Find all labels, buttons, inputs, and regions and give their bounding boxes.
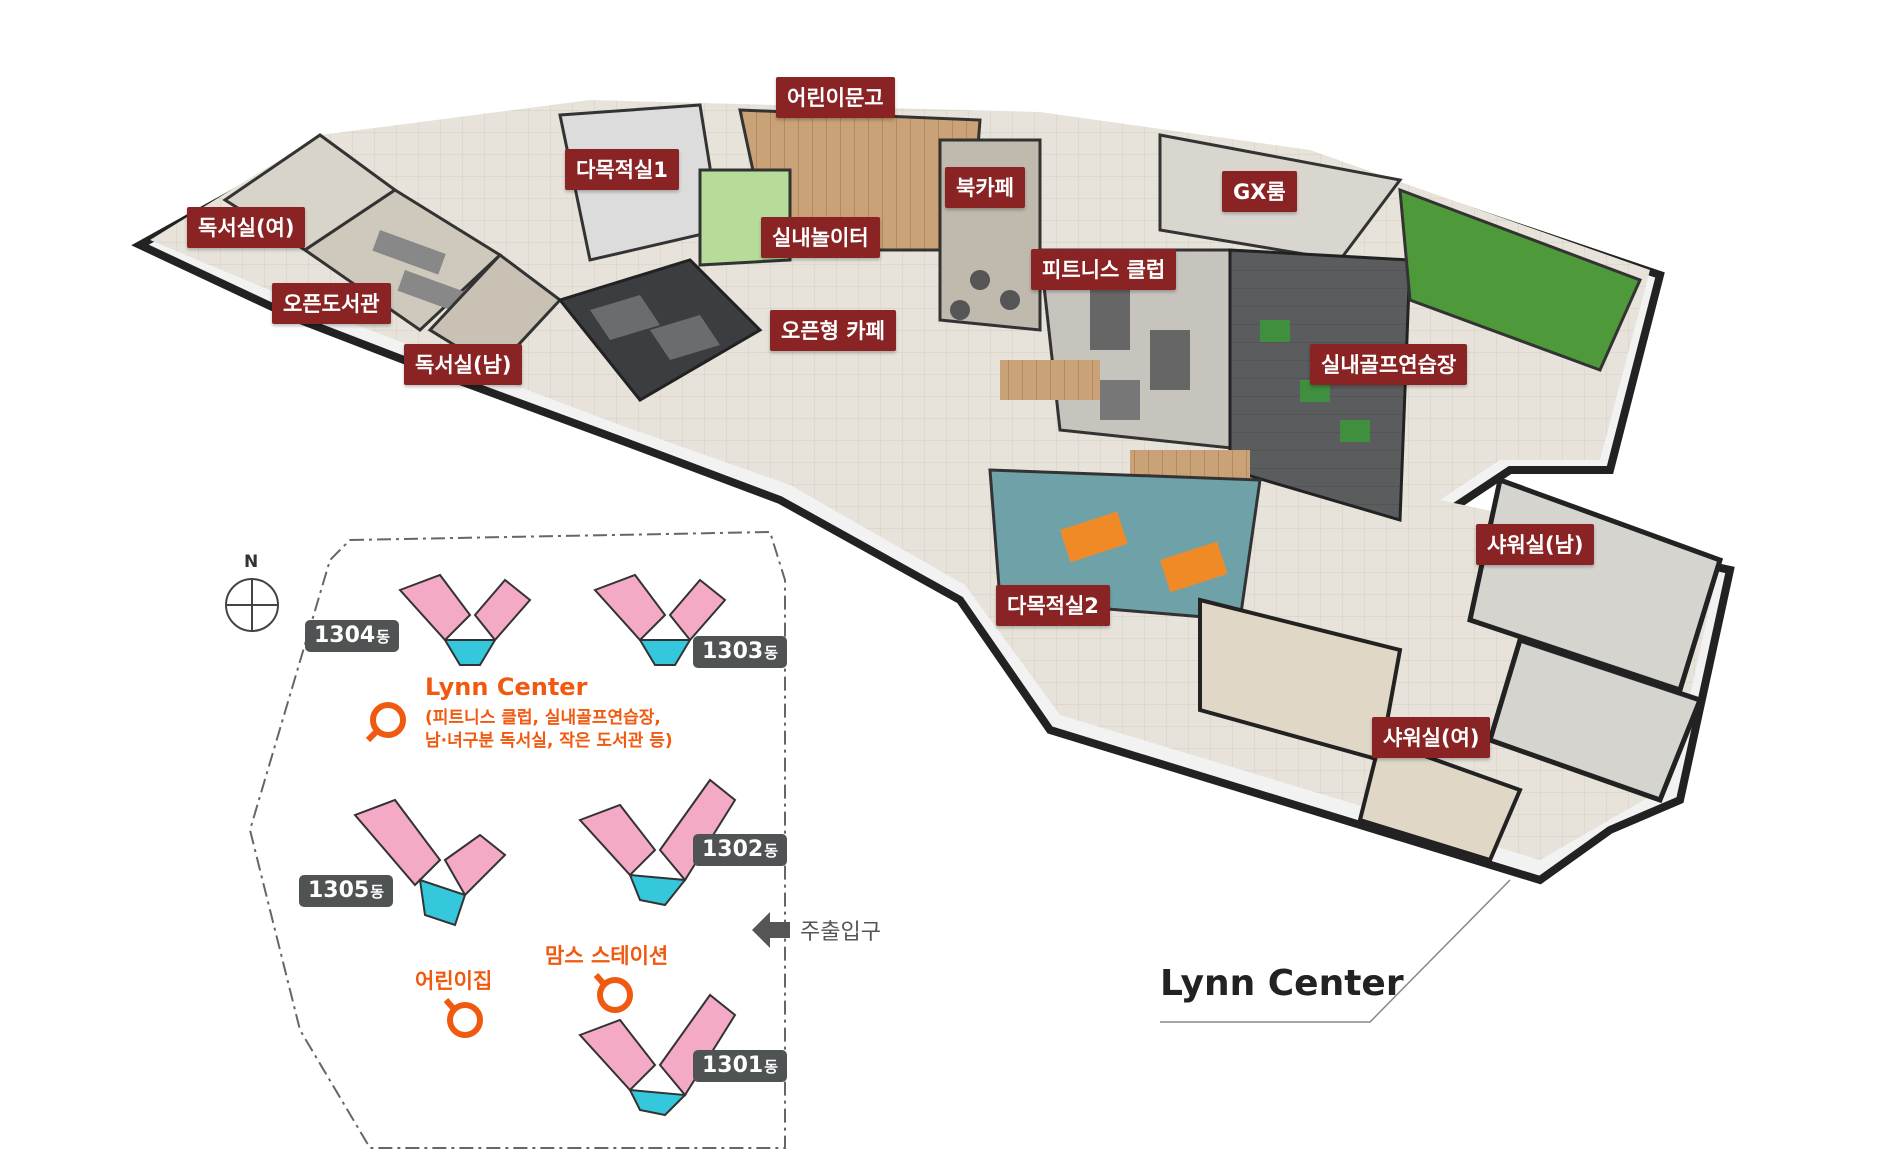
- daycare-label: 어린이집: [415, 969, 493, 993]
- label-fitness-club: 피트니스 클럽: [1031, 249, 1177, 290]
- lynn-center-desc-line2: 남·녀구분 독서실, 작은 도서관 등): [425, 731, 673, 751]
- label-reading-male: 독서실(남): [404, 344, 523, 385]
- lynn-center-site-name: Lynn Center: [425, 673, 588, 701]
- label-book-cafe: 북카페: [945, 167, 1025, 208]
- page-title: Lynn Center: [1160, 963, 1404, 1004]
- label-shower-male: 샤워실(남): [1476, 524, 1595, 565]
- label-gx-room: GX룸: [1222, 171, 1297, 212]
- moms-station-label: 맘스 스테이션: [545, 944, 669, 968]
- label-multipurpose-1: 다목적실1: [565, 149, 679, 190]
- building-tag-1303: 1303동: [693, 636, 788, 668]
- building-tag-1302: 1302동: [693, 834, 788, 866]
- main-entrance-label: 주출입구: [800, 920, 881, 945]
- label-shower-female: 샤워실(여): [1372, 717, 1491, 758]
- label-open-cafe: 오픈형 카페: [770, 310, 896, 351]
- label-kids-library: 어린이문고: [776, 77, 895, 118]
- building-tag-1305: 1305동: [299, 875, 394, 907]
- label-golf-range: 실내골프연습장: [1310, 344, 1468, 385]
- building-tag-1304: 1304동: [305, 620, 400, 652]
- lynn-center-desc-line1: (피트니스 클럽, 실내골프연습장,: [425, 708, 661, 728]
- compass-north-label: N: [244, 552, 259, 572]
- label-reading-female: 독서실(여): [187, 207, 306, 248]
- label-open-library: 오픈도서관: [272, 283, 391, 324]
- label-indoor-playground: 실내놀이터: [761, 217, 880, 258]
- building-tag-1301: 1301동: [693, 1050, 788, 1082]
- label-multipurpose-2: 다목적실2: [996, 585, 1110, 626]
